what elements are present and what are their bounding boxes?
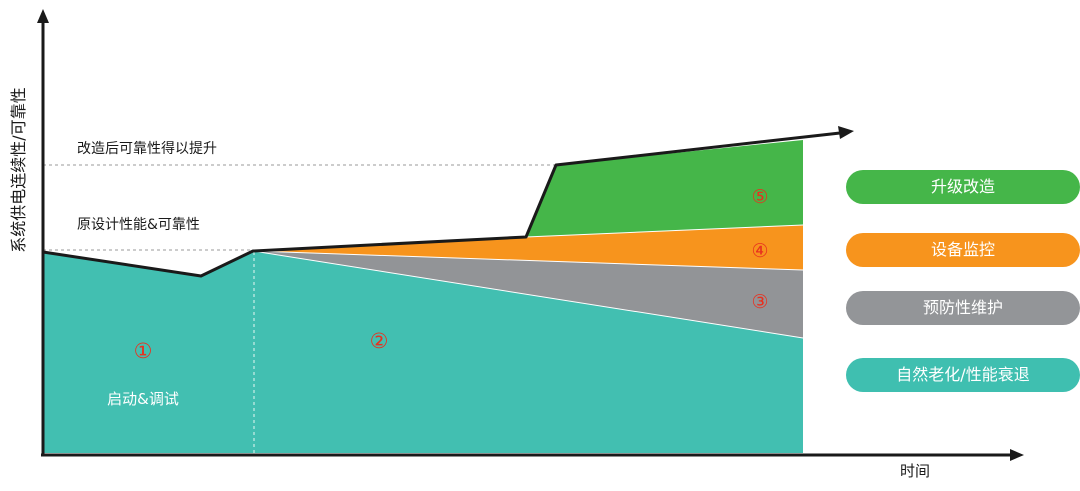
performance-curve-arrowhead <box>838 126 854 139</box>
y-axis-label: 系统供电连续性/可靠性 <box>9 87 28 252</box>
legend-upgrade-label: 升级改造 <box>930 177 995 196</box>
improved-reliability-label: 改造后可靠性得以提升 <box>77 140 217 157</box>
legend-maintenance: 预防性维护 <box>846 291 1080 325</box>
original-reliability-label: 原设计性能&可靠性 <box>77 217 200 233</box>
phase-3-marker: ③ <box>751 291 768 313</box>
divider-gray-teal <box>252 250 804 339</box>
phase-5-marker: ⑤ <box>751 186 768 208</box>
divider-orange-gray <box>252 250 804 271</box>
divider-green-orange <box>525 224 804 238</box>
y-axis-arrowhead <box>37 9 49 23</box>
x-axis-arrowhead <box>1010 449 1024 461</box>
legend-monitoring-label: 设备监控 <box>930 240 995 259</box>
phase-1-label: 启动&调试 <box>107 390 179 408</box>
aging-region-startup <box>43 251 253 453</box>
x-axis-label: 时间 <box>900 462 930 480</box>
legend-aging: 自然老化/性能衰退 <box>846 358 1080 392</box>
phase-4-marker: ④ <box>751 240 768 262</box>
upgrade-region <box>526 140 803 237</box>
aging-region <box>253 251 803 453</box>
phase-2-marker: ② <box>370 329 389 353</box>
legend-monitoring: 设备监控 <box>846 233 1080 267</box>
phase-1-marker: ① <box>134 339 153 363</box>
legend-aging-label: 自然老化/性能衰退 <box>896 365 1030 384</box>
monitoring-region <box>253 225 803 270</box>
legend-upgrade: 升级改造 <box>846 170 1080 204</box>
performance-curve <box>42 131 841 278</box>
legend-maintenance-label: 预防性维护 <box>922 298 1003 317</box>
